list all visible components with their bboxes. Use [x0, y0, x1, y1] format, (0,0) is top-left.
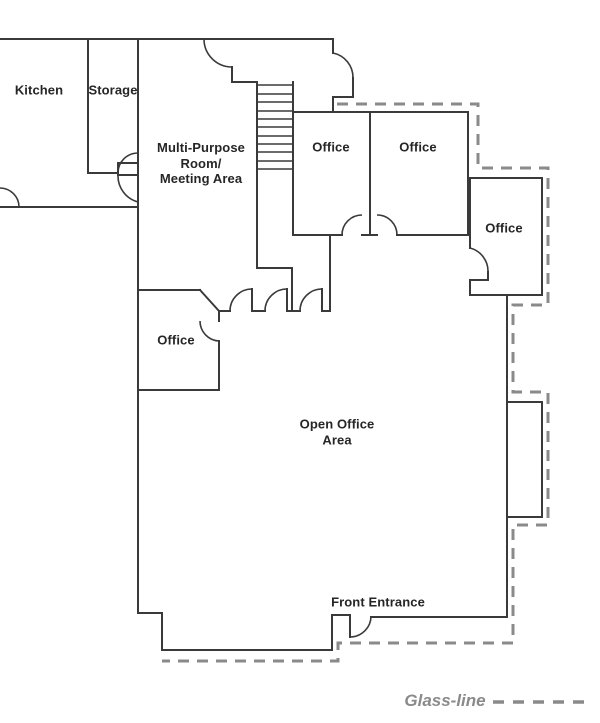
- label-office-right: Office: [485, 220, 523, 236]
- label-multi-purpose-line2: Room/: [180, 155, 222, 171]
- glass-line: [162, 102, 585, 704]
- label-open-office-line2: Area: [322, 432, 352, 447]
- office-right-door-arc: [469, 247, 489, 273]
- front-entrance-door-arc: [349, 615, 372, 638]
- stairs: [257, 84, 293, 170]
- label-open-office-area: Open Office Area: [300, 417, 375, 448]
- kitchen-door-arc: [0, 187, 20, 208]
- top-door-arc: [203, 38, 233, 68]
- top-right-door-arc: [332, 52, 354, 79]
- label-open-office-line1: Open Office: [299, 416, 375, 432]
- label-multi-purpose-line3: Meeting Area: [159, 170, 243, 186]
- office-left-door-arc: [199, 320, 220, 342]
- label-multi-purpose-line1: Multi-Purpose: [157, 139, 245, 155]
- office1-door-arc: [341, 214, 363, 236]
- meeting-area-door-arc-3: [299, 288, 323, 312]
- stair-treads: [257, 84, 293, 170]
- label-office-top-1: Office: [312, 139, 350, 155]
- corridor-door-arc: [117, 174, 139, 203]
- office2-door-arc: [376, 214, 398, 236]
- label-storage: Storage: [88, 82, 138, 98]
- label-office-left: Office: [157, 332, 195, 348]
- label-front-entrance: Front Entrance: [331, 594, 425, 610]
- door-arcs: [0, 38, 489, 638]
- meeting-area-door-arc-2: [264, 288, 288, 312]
- meeting-area-door-arc-1: [229, 288, 253, 312]
- legend-glass-line-label: Glass-line: [404, 691, 486, 710]
- glass-line-path: [162, 102, 550, 663]
- label-office-top-2: Office: [399, 139, 437, 155]
- storage-corridor-door-arc: [117, 152, 139, 174]
- window-bay: [506, 401, 543, 518]
- label-kitchen: Kitchen: [14, 82, 64, 98]
- exterior-and-interior-walls: [0, 38, 543, 651]
- label-multi-purpose-room: Multi-Purpose Room/ Meeting Area: [157, 140, 245, 187]
- walls: [0, 38, 543, 651]
